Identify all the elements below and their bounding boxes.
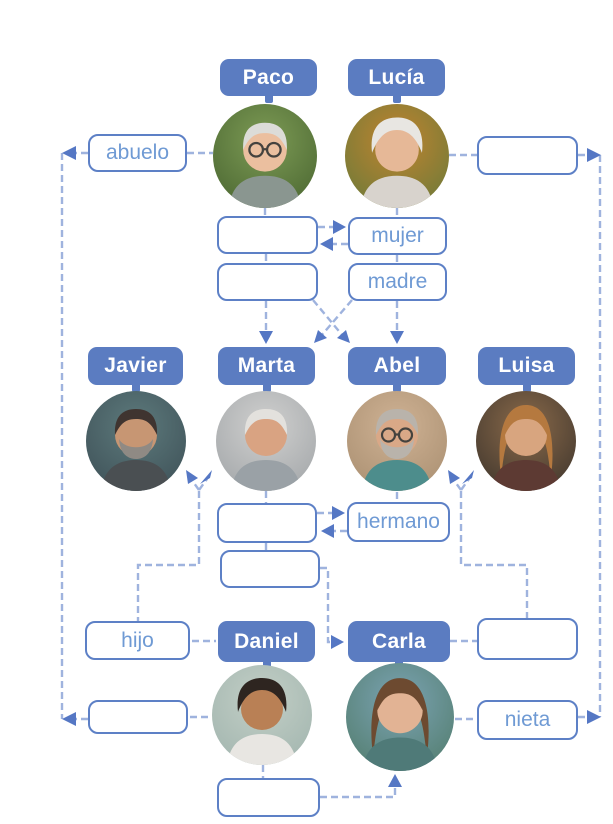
name-tag-abel: Abel [348, 347, 446, 392]
name-tag-lucia: Lucía [348, 59, 445, 103]
name-tag-carla: Carla [348, 621, 450, 669]
label-hermano: hermano [347, 502, 450, 542]
answer-box-1[interactable] [477, 136, 578, 175]
label-abuelo: abuelo [88, 134, 187, 172]
answer-box-7[interactable] [88, 700, 188, 734]
answer-box-6[interactable] [477, 618, 578, 660]
answer-box-3[interactable] [217, 263, 318, 301]
name-tag-paco: Paco [220, 59, 317, 103]
label-hijo: hijo [85, 621, 190, 660]
photo-abel [347, 391, 447, 491]
name-tag-javier: Javier [88, 347, 183, 392]
photo-luisa [476, 391, 576, 491]
photo-daniel [212, 665, 312, 765]
answer-box-8[interactable] [217, 778, 320, 817]
label-nieta: nieta [477, 700, 578, 740]
photo-carla [346, 663, 454, 771]
name-tag-luisa: Luisa [478, 347, 575, 392]
answer-box-4[interactable] [217, 503, 317, 543]
photo-javier [86, 391, 186, 491]
label-madre: madre [348, 263, 447, 301]
photo-lucia [345, 104, 449, 208]
answer-box-5[interactable] [220, 550, 320, 588]
photo-marta [216, 391, 316, 491]
answer-box-2[interactable] [217, 216, 318, 254]
name-tag-daniel: Daniel [218, 621, 315, 669]
photo-paco [213, 104, 317, 208]
label-mujer: mujer [348, 217, 447, 255]
name-tag-marta: Marta [218, 347, 315, 392]
